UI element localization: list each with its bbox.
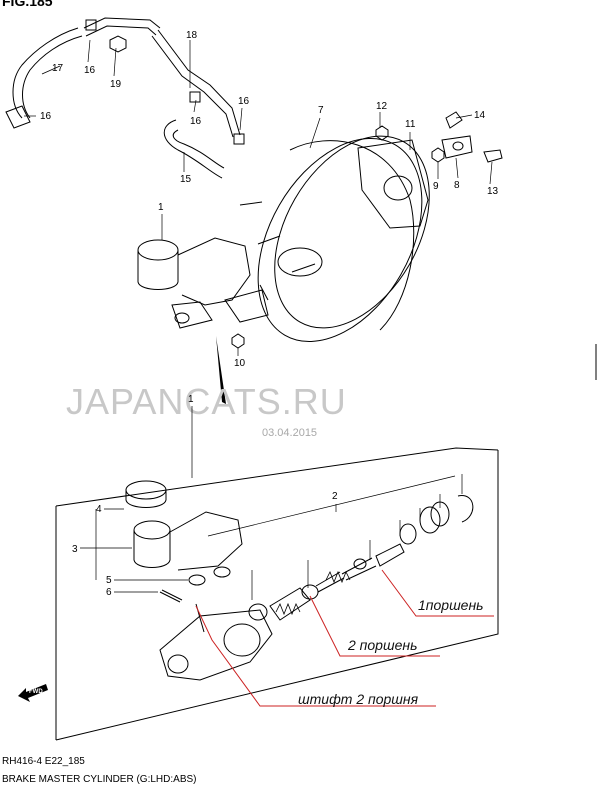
exploded-view-frame xyxy=(55,447,499,741)
fwd-label: FWD xyxy=(29,689,43,695)
callout-12: 12 xyxy=(376,101,388,112)
clevis-and-pin-parts xyxy=(431,111,503,163)
callout-labels-top: 17 16 19 18 16 16 16 15 7 12 11 14 8 9 1… xyxy=(40,30,499,369)
annotation-piston-2-pin: штифт 2 поршня xyxy=(298,691,419,707)
master-cylinder-top xyxy=(137,237,269,349)
callout-3: 3 xyxy=(72,544,78,555)
footer-title: BRAKE MASTER CYLINDER (G:LHD:ABS) xyxy=(2,774,196,785)
leader-lines-bottom xyxy=(80,474,463,600)
figure-header: FIG.185 xyxy=(2,0,53,9)
callout-11: 11 xyxy=(405,119,416,130)
callout-2: 2 xyxy=(332,491,338,502)
detail-pointer-arrow xyxy=(216,336,226,404)
callout-8: 8 xyxy=(454,180,460,191)
callout-4: 4 xyxy=(96,504,102,515)
callout-1-bottom: 1 xyxy=(188,394,194,405)
callout-18: 18 xyxy=(186,30,198,41)
piston-spring-lines xyxy=(275,570,351,616)
annotation-piston-1: 1поршень xyxy=(418,597,484,613)
annotation-piston-2: 2 поршень xyxy=(347,637,417,653)
callout-16a: 16 xyxy=(84,65,96,76)
callout-13: 13 xyxy=(487,186,499,197)
watermark-text: JAPANCATS.RU xyxy=(66,381,347,422)
callout-19: 19 xyxy=(110,79,122,90)
annotation-leaders xyxy=(195,569,494,707)
callout-16b: 16 xyxy=(40,111,52,122)
callout-6: 6 xyxy=(106,587,112,598)
callout-5: 5 xyxy=(106,575,112,586)
callout-9: 9 xyxy=(433,181,439,192)
callout-17: 17 xyxy=(52,63,64,74)
master-cylinder-exploded xyxy=(125,480,474,681)
callout-16c: 16 xyxy=(190,116,202,127)
callout-15: 15 xyxy=(180,174,192,185)
callout-10: 10 xyxy=(234,358,246,369)
brake-booster xyxy=(239,125,430,342)
callout-labels-bottom: 4 3 5 6 2 xyxy=(72,491,338,598)
footer-code: RH416-4 E22_185 xyxy=(2,756,85,767)
fwd-arrow-icon: FWD xyxy=(18,684,48,702)
callout-1-top: 1 xyxy=(158,202,164,213)
callout-7: 7 xyxy=(318,105,324,116)
callout-14: 14 xyxy=(474,110,486,121)
callout-16d: 16 xyxy=(238,96,250,107)
leader-lines-top xyxy=(24,39,493,356)
watermark-date: 03.04.2015 xyxy=(262,427,317,439)
vacuum-hoses xyxy=(5,17,245,179)
